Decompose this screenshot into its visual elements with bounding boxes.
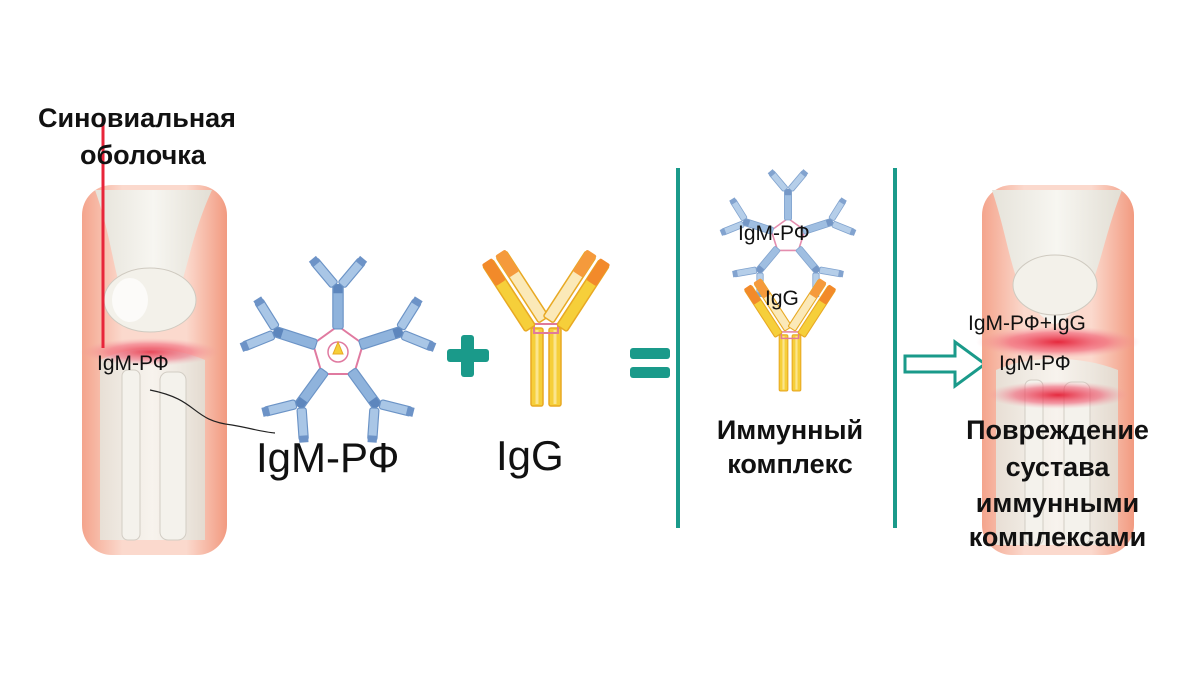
joint-igm-rf-label: IgM-РФ xyxy=(999,352,1071,375)
immune-complex-molecule xyxy=(717,168,859,393)
knee-illustration-left xyxy=(80,118,276,555)
igg-label: IgG xyxy=(496,432,564,479)
damage-label-line2: сустава xyxy=(1005,452,1110,482)
divider-left xyxy=(676,168,680,528)
complex-igm-rf-label: IgM-РФ xyxy=(738,222,810,245)
igm-rf-molecule xyxy=(236,255,440,448)
igg-molecule xyxy=(480,247,612,408)
equals-sign xyxy=(630,348,670,378)
joint-igm-igg-label: IgM-РФ+IgG xyxy=(968,312,1086,335)
plus-sign xyxy=(447,335,489,377)
damage-label-line4: комплексами xyxy=(968,522,1147,552)
knee-igm-rf-label: IgM-РФ xyxy=(97,352,169,375)
immune-complex-line2: комплекс xyxy=(727,449,853,479)
immune-complex-line1: Иммунный xyxy=(716,415,864,445)
synovial-label-line1: Синовиальная xyxy=(38,103,236,133)
damage-label-line1: Повреждение xyxy=(966,415,1149,445)
damage-label-line3: иммунными xyxy=(975,488,1140,518)
synovial-label-line2: оболочка xyxy=(80,140,206,170)
igm-rf-label: IgM-РФ xyxy=(256,434,400,481)
complex-igg-label: IgG xyxy=(765,287,799,310)
knee-illustration-right xyxy=(976,185,1140,555)
arrow-right-icon xyxy=(903,339,988,389)
divider-right xyxy=(893,168,897,528)
